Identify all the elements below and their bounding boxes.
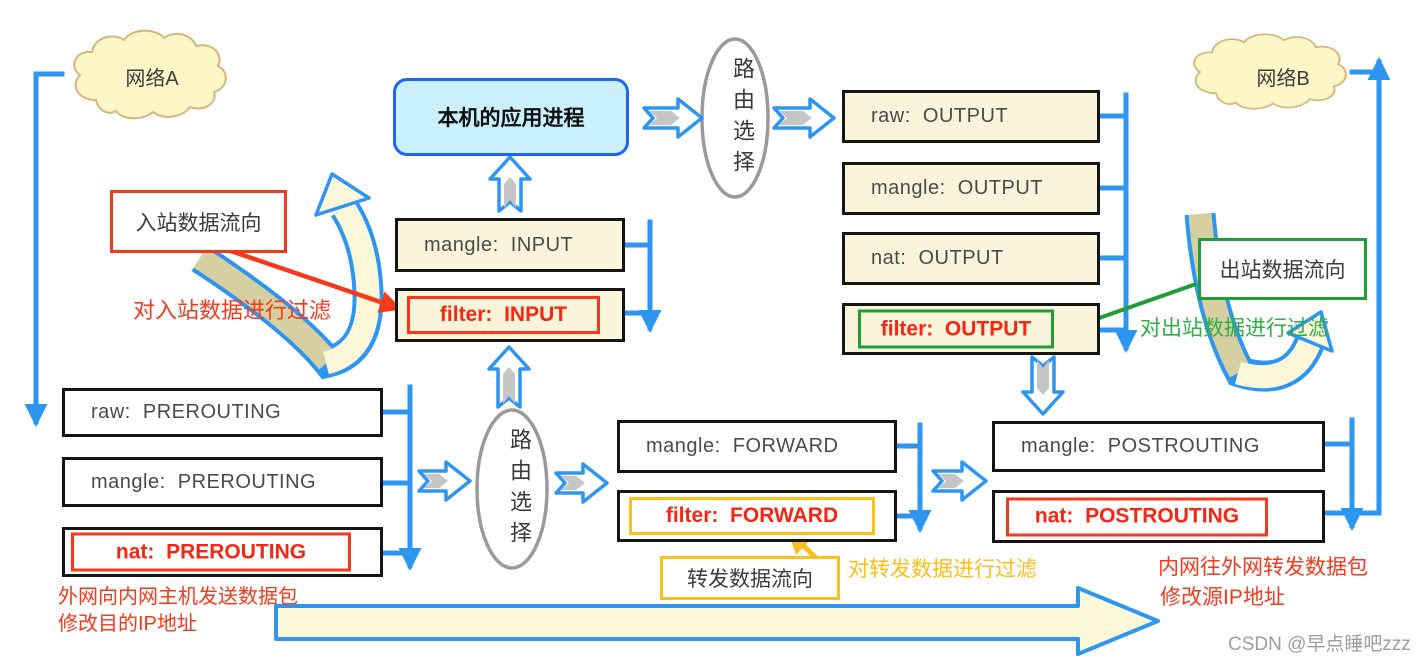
cloud-a-label: 网络A: [125, 68, 179, 90]
forward-filter-note: 对转发数据进行过滤: [848, 558, 1037, 581]
chain-label: mangle: INPUT: [424, 233, 574, 256]
chain-label: nat: OUTPUT: [871, 247, 1004, 269]
block-arrows: [417, 97, 1065, 504]
postrouting-caption-line1: 内网往外网转发数据包: [1158, 556, 1368, 579]
chain-box-mangle-prerouting: mangle: PREROUTING: [62, 457, 383, 507]
chain-highlight-filter-forward: filter: FORWARD: [629, 497, 875, 535]
chain-box-nat-output: nat: OUTPUT: [842, 232, 1100, 285]
chain-label: nat: POSTROUTING: [1034, 504, 1240, 528]
cloud-network-b-icon: [1193, 33, 1347, 110]
forward-flow-label: 转发数据流向: [687, 568, 813, 591]
chain-highlight-filter-output: filter: OUTPUT: [858, 309, 1054, 349]
chain-label: filter: OUTPUT: [880, 317, 1032, 340]
inbound-swoosh-arrow: [191, 172, 384, 380]
chain-label: mangle: POSTROUTING: [1021, 435, 1260, 457]
forward-flow-label-box: 转发数据流向: [660, 556, 840, 600]
routing-ellipse-bottom: [475, 408, 549, 570]
chain-box-nat-postrouting: nat: POSTROUTING: [992, 490, 1325, 543]
chain-highlight-nat-postrouting: nat: POSTROUTING: [1006, 497, 1268, 536]
blue-connectors: [24, 56, 1391, 572]
chain-label: filter: INPUT: [439, 303, 568, 326]
chain-label: filter: FORWARD: [665, 504, 839, 527]
cloud-network-a-icon: [73, 29, 227, 120]
chain-box-mangle-output: mangle: OUTPUT: [842, 162, 1100, 215]
chain-label: mangle: OUTPUT: [871, 177, 1043, 199]
outbound-filter-note: 对出站数据进行过滤: [1140, 317, 1329, 340]
chain-box-mangle-postrouting: mangle: POSTROUTING: [992, 421, 1325, 472]
chain-highlight-filter-input: filter: INPUT: [407, 296, 600, 334]
chain-label: mangle: FORWARD: [646, 435, 839, 457]
chain-box-filter-input: filter: INPUT: [395, 288, 625, 342]
inbound-annotation-arrow: [227, 247, 403, 313]
chain-label: mangle: PREROUTING: [91, 470, 317, 493]
routing-top-label: 路由选择: [730, 57, 755, 181]
cloud-b-label: 网络B: [1256, 68, 1310, 90]
chain-box-raw-prerouting: raw: PREROUTING: [62, 388, 383, 437]
inbound-flow-label-box: 入站数据流向: [110, 190, 287, 253]
chain-box-mangle-forward: mangle: FORWARD: [617, 420, 897, 473]
chain-box-filter-output: filter: OUTPUT: [842, 303, 1100, 355]
chain-label: raw: OUTPUT: [871, 105, 1009, 127]
postrouting-caption-line2: 修改源IP地址: [1160, 586, 1285, 609]
chain-box-nat-prerouting: nat: PREROUTING: [62, 527, 383, 577]
prerouting-caption-line1: 外网向内网主机发送数据包: [58, 586, 298, 608]
local-app-process-label: 本机的应用进程: [437, 107, 585, 130]
chain-box-filter-forward: filter: FORWARD: [617, 490, 897, 542]
prerouting-caption-line2: 修改目的IP地址: [58, 613, 197, 635]
outbound-flow-label-box: 出站数据流向: [1198, 238, 1367, 300]
csdn-watermark: CSDN @早点睡吧zzz: [1228, 634, 1411, 655]
routing-bottom-label: 路由选择: [507, 428, 532, 552]
outbound-flow-label: 出站数据流向: [1219, 259, 1346, 282]
local-app-process-box: 本机的应用进程: [393, 78, 629, 156]
chain-box-mangle-input: mangle: INPUT: [395, 218, 625, 272]
chain-highlight-nat-prerouting: nat: PREROUTING: [71, 532, 351, 572]
inbound-filter-note: 对入站数据进行过滤: [133, 298, 332, 323]
chain-label: nat: PREROUTING: [115, 540, 307, 563]
chain-box-raw-output: raw: OUTPUT: [842, 90, 1100, 143]
chain-label: raw: PREROUTING: [91, 401, 282, 423]
inbound-flow-label: 入站数据流向: [135, 211, 262, 235]
bottom-flow-arrow: [274, 586, 1160, 656]
